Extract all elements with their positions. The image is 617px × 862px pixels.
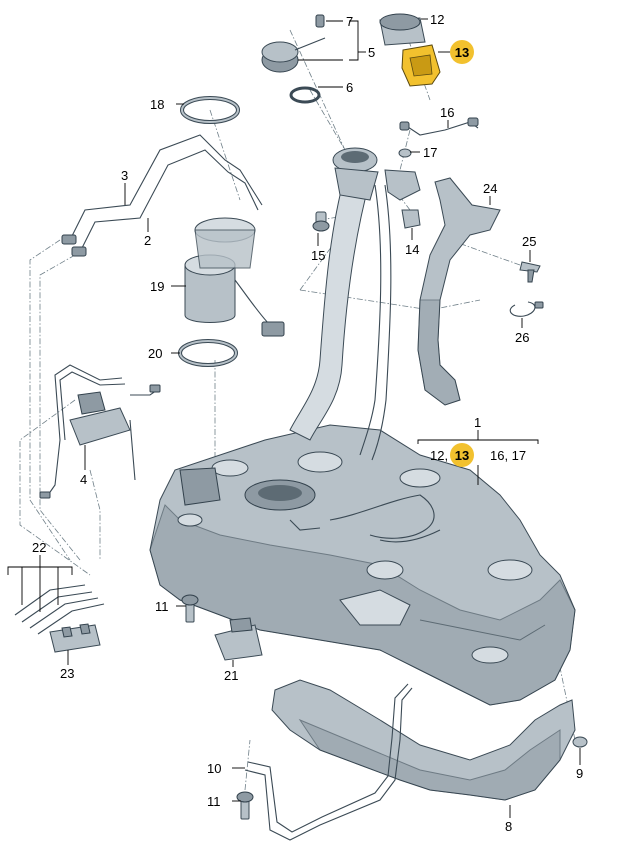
- lower-heat-shield: [244, 679, 576, 841]
- callout-2: 2: [144, 233, 151, 248]
- filler-cap-parts: [261, 13, 441, 104]
- filter-bracket: [39, 364, 161, 499]
- callout-19: 19: [150, 279, 164, 294]
- group-1-right: 16, 17: [490, 448, 526, 463]
- group-1-left: 12,: [430, 448, 448, 463]
- fuel-tank: [149, 424, 576, 706]
- fuel-lines: [61, 134, 263, 257]
- callout-7: 7: [346, 14, 353, 29]
- callout-1: 1: [474, 415, 481, 430]
- callout-4: 4: [80, 472, 87, 487]
- bolts-and-bracket: [181, 594, 588, 820]
- callout-23: 23: [60, 666, 74, 681]
- heat-shield-right: [417, 177, 544, 406]
- callout-15: 15: [311, 248, 325, 263]
- filler-neck: [289, 147, 421, 461]
- callout-18: 18: [150, 97, 164, 112]
- cable-set: [14, 584, 105, 653]
- callout-8: 8: [505, 819, 512, 834]
- callout-5: 5: [368, 45, 375, 60]
- callout-12: 12: [430, 12, 444, 27]
- callout-22: 22: [32, 540, 46, 555]
- callout-6: 6: [346, 80, 353, 95]
- callout-labels: 7 5 6 12 13 18 3 2 19 20 16 17 24 15 14 …: [32, 12, 583, 834]
- callout-3: 3: [121, 168, 128, 183]
- callout-13: 13: [455, 45, 469, 60]
- callout-11-upper: 11: [155, 599, 169, 614]
- callout-17: 17: [423, 145, 437, 160]
- callout-10: 10: [207, 761, 221, 776]
- small-fittings: [312, 117, 479, 232]
- callout-13-highlight: [450, 40, 474, 64]
- callout-25: 25: [522, 234, 536, 249]
- group-1-highlight-text: 13: [455, 448, 469, 463]
- group-1-highlight: [450, 443, 474, 467]
- callout-20: 20: [148, 346, 162, 361]
- callout-24: 24: [483, 181, 497, 196]
- leader-lines: [7, 18, 581, 818]
- callout-14: 14: [405, 242, 419, 257]
- callout-16: 16: [440, 105, 454, 120]
- callout-9: 9: [576, 766, 583, 781]
- callout-21: 21: [224, 668, 238, 683]
- callout-11-lower: 11: [207, 794, 221, 809]
- fuel-pump-sender: [184, 217, 285, 337]
- callout-26: 26: [515, 330, 529, 345]
